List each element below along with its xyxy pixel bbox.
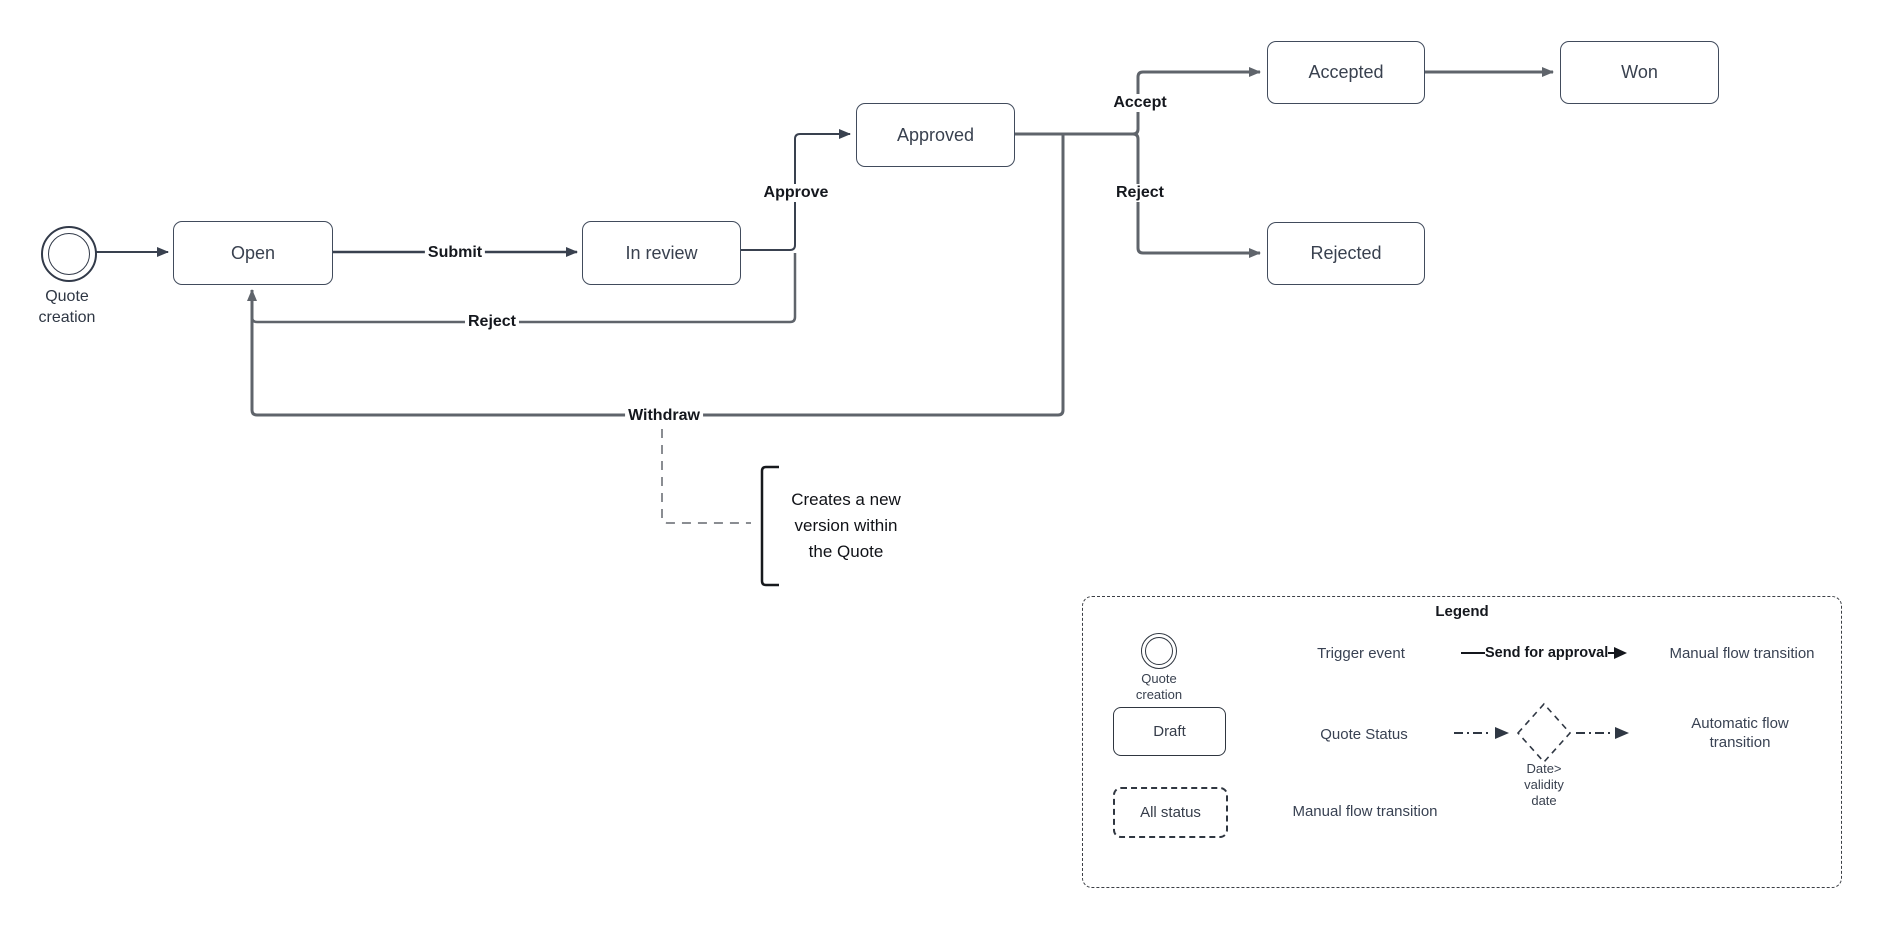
node-accepted: Accepted — [1267, 41, 1425, 104]
legend-trigger-event-icon-label: Quote creation — [1135, 671, 1183, 702]
legend-manual-arrow-line — [1461, 651, 1485, 655]
legend-quote-status-box: Draft — [1113, 707, 1226, 756]
legend-trigger-event-inner-ring — [1145, 637, 1173, 665]
node-approved: Approved — [856, 103, 1015, 167]
legend-manual-arrow-line2 — [1608, 651, 1615, 655]
edge-label-withdraw: Withdraw — [625, 407, 703, 425]
legend-manual-transition-description: Manual flow transition — [1669, 645, 1815, 662]
node-rejected: Rejected — [1267, 222, 1425, 285]
legend-automatic-diamond-icon — [1454, 702, 1629, 764]
annotation-bracket — [760, 465, 779, 587]
annotation-connector — [661, 429, 751, 524]
legend-manual-arrow-label: Send for approval — [1485, 645, 1609, 661]
legend-all-status-box: All status — [1113, 787, 1228, 838]
legend-all-status-description: Manual flow transition — [1292, 803, 1438, 820]
legend-quote-status-description: Quote Status — [1320, 726, 1408, 743]
node-open: Open — [173, 221, 333, 285]
legend-title: Legend — [1435, 603, 1489, 620]
node-in-review: In review — [582, 221, 741, 285]
edge-label-reject-to-open: Reject — [464, 313, 520, 331]
legend: Legend Quote creation Trigger event Send… — [1082, 596, 1842, 888]
legend-manual-arrowhead-icon — [1614, 647, 1628, 659]
edge-label-approve: Approve — [760, 184, 832, 202]
node-won: Won — [1560, 41, 1719, 104]
edge-label-accept: Accept — [1110, 94, 1170, 112]
edge-label-submit: Submit — [424, 244, 486, 262]
edge-label-reject-to-rejected: Reject — [1112, 184, 1168, 202]
legend-automatic-condition-label: Date> validity date — [1524, 761, 1564, 808]
annotation-text: Creates a new version within the Quote — [791, 490, 901, 561]
legend-trigger-event-description: Trigger event — [1317, 645, 1405, 662]
legend-manual-arrow-icon: Send for approval — [1461, 642, 1628, 664]
trigger-event-inner-ring — [48, 233, 90, 275]
start-event-label: Quote creation — [38, 288, 96, 326]
trigger-event-icon — [41, 226, 97, 282]
legend-trigger-event-icon — [1141, 633, 1177, 669]
legend-automatic-transition-description: Automatic flow transition — [1691, 715, 1789, 751]
